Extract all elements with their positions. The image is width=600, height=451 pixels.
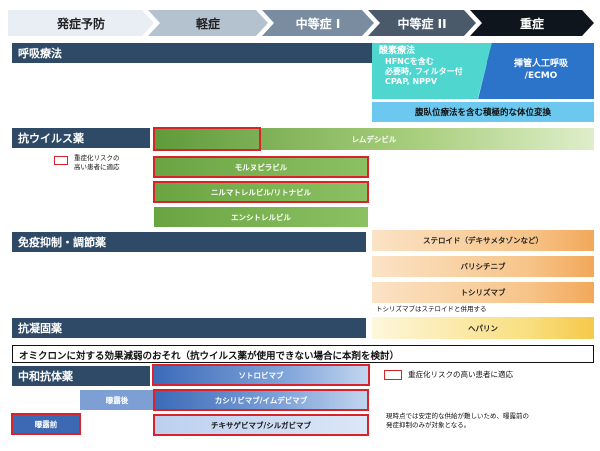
antibody-supply-note-line-2: 発症抑制のみが対象となる。 [386,420,471,429]
pre-exposure-label: 曝露前 [11,413,81,435]
antibody-supply-note-line-1: 現時点では安定的な供給が難しいため、曝露前の [386,412,529,420]
section-anticoagulant: 抗凝固薬 [12,318,366,338]
antiviral-legend-swatch [54,156,68,165]
section-neutralizing-antibody: 中和抗体薬 [12,366,150,386]
casirivimab-bar: カシリビマブ/イムデビマブ [154,390,368,410]
prone-positioning-bar: 腹臥位療法を含む積極的な体位変換 [372,102,594,122]
antiviral-legend-line-1: 重症化リスクの [74,154,120,162]
post-exposure-label: 曝露後 [80,390,154,410]
sotrovimab-risk-outline [152,364,370,386]
steroid-bar: ステロイド（デキサメタゾンなど） [372,230,594,251]
nirmatrelvir-risk-outline [153,181,369,203]
casirivimab-risk-outline [153,389,369,411]
baricitinib-bar: バリシチニブ [372,256,594,277]
ensitrelvir-bar: エンシトレルビル [154,207,368,227]
sotrovimab-bar: ソトロビマブ [153,365,369,385]
stage-severe: 重症 [470,10,594,36]
intubation-line-1: 挿管人工呼吸 [513,59,568,70]
antiviral-legend-text: 重症化リスクの 高い患者に適応 [74,154,120,172]
remdesivir-bar: レムデシビル [154,128,594,150]
oxygen-therapy-box: 酸素療法 HFNCを含む 必要時, フィルター付 CPAP, NPPV [372,43,492,99]
oxygen-line-3: CPAP, NPPV [385,77,438,87]
omicron-banner: オミクロンに対する効果減弱のおそれ（抗ウイルス薬が使用できない場合に本剤を検討） [12,345,594,363]
remdesivir-risk-outline [153,127,261,151]
tixagevimab-bar: チキサゲビマブ/シルガビマブ [153,414,369,436]
molnupiravir-risk-outline [153,156,369,178]
antibody-legend-swatch [384,370,402,380]
stage-moderate-2: 中等症 II [368,10,476,36]
oxygen-line-2: 必要時, フィルター付 [385,67,463,77]
nirmatrelvir-bar: ニルマトレルビル/リトナビル [154,182,368,202]
antibody-supply-note: 現時点では安定的な供給が難しいため、曝露前の 発症抑制のみが対象となる。 [386,412,529,430]
stage-moderate-1: 中等症 I [262,10,374,36]
antibody-legend-text: 重症化リスクの高い患者に適応 [408,370,513,379]
stage-mild: 軽症 [148,10,268,36]
intubation-box: 挿管人工呼吸 /ECMO [478,43,594,99]
section-antiviral: 抗ウイルス薬 [12,128,150,148]
antiviral-legend-line-2: 高い患者に適応 [74,162,120,171]
oxygen-line-1: HFNCを含む [385,57,434,67]
tocilizumab-bar: トシリズマブ [372,282,594,303]
molnupiravir-bar: モルヌピラビル [154,157,368,177]
intubation-line-2: /ECMO [524,71,558,81]
stage-prevention: 発症予防 [8,10,154,36]
heparin-bar: ヘパリン [372,317,594,339]
section-immunomodulators: 免疫抑制・調節薬 [12,232,366,252]
oxygen-title: 酸素療法 [379,46,416,56]
tocilizumab-note: トシリズマブはステロイドと併用する [376,305,487,313]
